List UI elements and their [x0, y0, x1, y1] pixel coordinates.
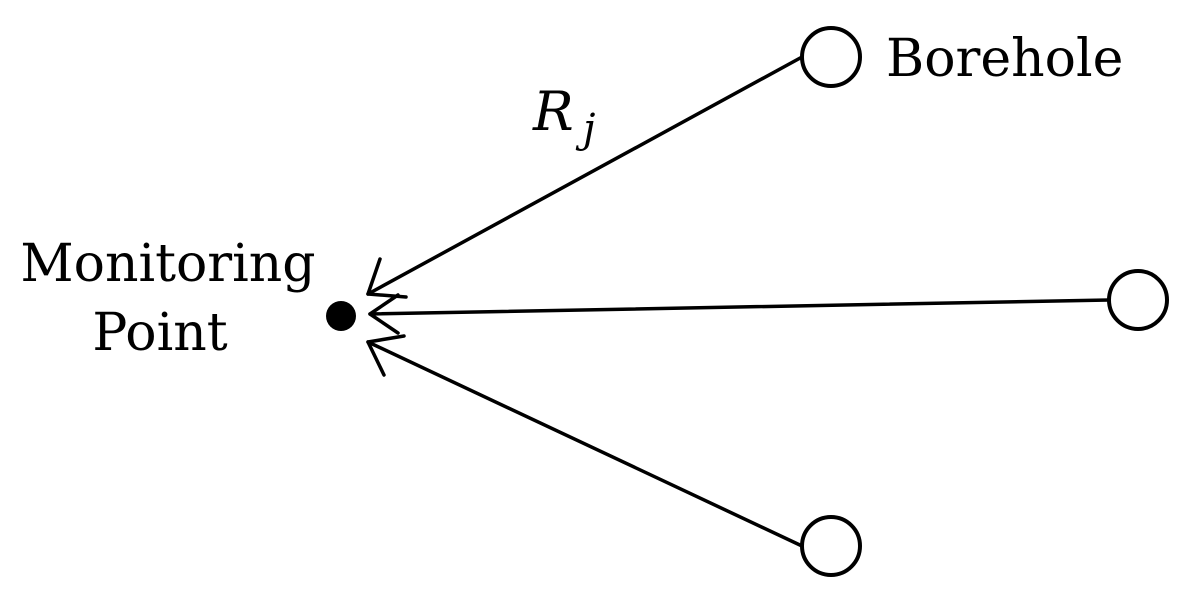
- distance-subscript-label: j: [575, 106, 595, 152]
- borehole-bottom: [800, 515, 862, 577]
- arrowhead-bottom: [366, 334, 406, 377]
- distance-symbol-label: R: [532, 80, 574, 143]
- monitoring-point-dot: [326, 301, 356, 331]
- arrow-line-top: [366, 55, 804, 296]
- arrow-line-right: [368, 298, 1111, 316]
- monitoring-point-label-line2: Point: [92, 303, 227, 363]
- arrowhead-top: [366, 257, 408, 299]
- borehole-right: [1107, 269, 1169, 331]
- borehole-top: [800, 26, 862, 88]
- arrow-line-bottom: [366, 340, 804, 548]
- arrowhead-right: [368, 293, 400, 335]
- borehole-label: Borehole: [886, 29, 1123, 89]
- monitoring-point-label-line1: Monitoring: [20, 234, 315, 294]
